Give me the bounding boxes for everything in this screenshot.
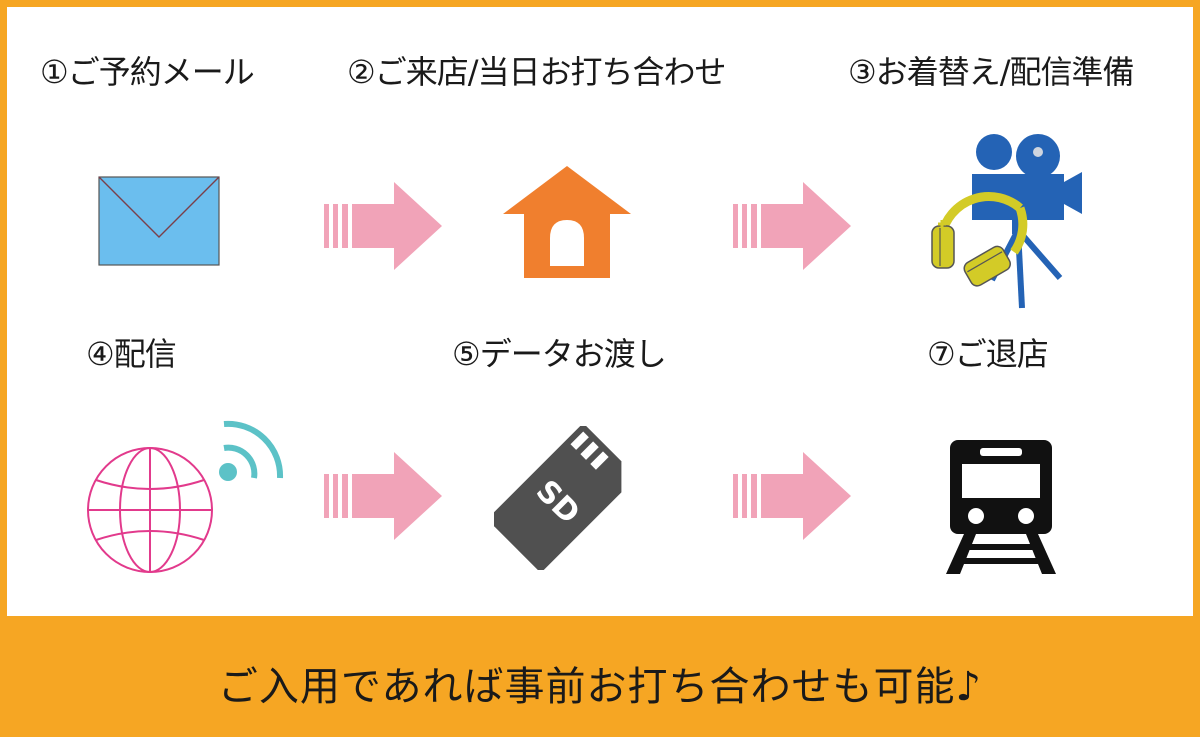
step-label-stream: ④配信	[86, 335, 177, 373]
arrow-icon-4	[733, 452, 851, 540]
camera-headphones-icon	[931, 134, 1082, 309]
globe-signal-icon	[87, 420, 284, 573]
arrow-icon-3	[324, 452, 442, 540]
train-icon	[946, 440, 1056, 574]
step-label-mail: ①ご予約メール	[40, 53, 255, 91]
step-label-data: ⑤データお渡し	[452, 335, 667, 373]
step-label-visit: ②ご来店/当日お打ち合わせ	[347, 53, 726, 91]
sd-card-icon: SD	[494, 426, 622, 570]
house-icon	[503, 166, 631, 278]
arrow-icon-2	[733, 182, 851, 270]
envelope-icon	[98, 176, 220, 266]
step-label-exit: ⑦ご退店	[927, 335, 1049, 373]
footer-note: ご入用であれば事前お打ち合わせも可能♪	[217, 663, 983, 710]
step-label-prepare: ③お着替え/配信準備	[848, 53, 1134, 91]
arrow-icon-1	[324, 182, 442, 270]
